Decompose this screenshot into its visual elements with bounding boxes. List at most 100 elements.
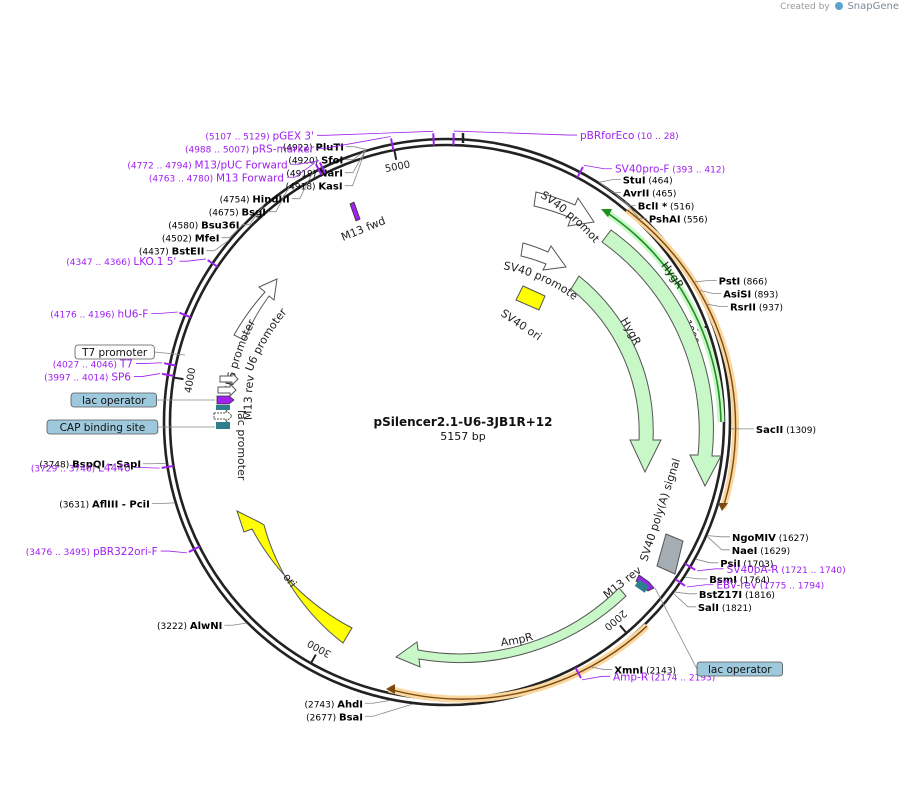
feature-ampr[interactable]: AmpR bbox=[394, 587, 627, 668]
enzyme-pos: (893) bbox=[751, 290, 778, 300]
enzyme-site[interactable]: (2743) AhdI bbox=[304, 699, 391, 710]
feature-m13-rev-right[interactable]: M13 rev bbox=[601, 563, 655, 601]
enzyme-name: PstI bbox=[719, 276, 741, 287]
primer-site[interactable]: (4027 .. 4046) T7 bbox=[53, 359, 177, 371]
enzyme-site[interactable]: NaeI (1629) bbox=[706, 535, 790, 557]
enzyme-label: XmnI (2143) bbox=[614, 666, 676, 677]
enzyme-site[interactable]: BstZ17I (1816) bbox=[674, 590, 775, 601]
enzyme-site[interactable]: (4437) BstEII bbox=[139, 240, 229, 258]
primer-site[interactable]: (3997 .. 4014) SP6 bbox=[44, 372, 175, 384]
enzyme-name: SfoI bbox=[321, 156, 343, 167]
primer-range: (4772 .. 4794) bbox=[127, 161, 194, 171]
enzyme-name: BclI * bbox=[638, 202, 668, 213]
enzyme-site[interactable]: SacII (1309) bbox=[730, 425, 816, 436]
enzyme-site[interactable]: (4675) BsgI bbox=[209, 185, 290, 219]
primer-label: SV40pA-R (1721 .. 1740) bbox=[727, 564, 846, 576]
feature-sv40-ori[interactable]: SV40 ori bbox=[498, 285, 546, 343]
enzyme-site[interactable]: (4754) HindIII bbox=[220, 171, 314, 206]
enzyme-site[interactable]: (4580) Bsu36I bbox=[168, 205, 264, 232]
primer-site[interactable]: (4176 .. 4196) hU6-F bbox=[50, 308, 191, 320]
feature-label: M13 fwd bbox=[339, 214, 387, 244]
enzyme-site[interactable]: PsiI (1703) bbox=[695, 558, 774, 570]
enzyme-site[interactable]: AsiSI (893) bbox=[698, 289, 779, 300]
plasmid-name: pSilencer2.1-U6-3JB1R+12 bbox=[374, 415, 553, 429]
enzyme-site[interactable]: RsrII (937) bbox=[705, 302, 783, 313]
enzyme-pos: (465) bbox=[649, 190, 676, 200]
primer-name: SP6 bbox=[111, 372, 131, 384]
enzyme-site[interactable]: AvrII (465) bbox=[599, 182, 676, 200]
enzyme-site[interactable]: (3631) AflIII - PciI bbox=[59, 500, 175, 511]
boxed-label-text: T7 promoter bbox=[81, 347, 148, 359]
feature-sv40-polya[interactable]: SV40 poly(A) signal bbox=[637, 457, 684, 575]
primer-range: (4763 .. 4780) bbox=[149, 174, 216, 184]
primer-mark bbox=[161, 372, 175, 377]
enzyme-pos: (1629) bbox=[757, 547, 790, 557]
feature-small-arrows[interactable] bbox=[213, 371, 239, 429]
primer-site[interactable]: EBV-rev (1775 .. 1794) bbox=[674, 578, 824, 592]
enzyme-label: (4675) BsgI bbox=[209, 208, 266, 219]
primer-site[interactable]: pBRforEco (10 .. 28) bbox=[452, 130, 679, 146]
enzyme-name: AsiSI bbox=[723, 289, 751, 300]
orf-green-arrowhead bbox=[601, 209, 612, 217]
primer-site[interactable]: Amp-R (2174 .. 2193) bbox=[574, 666, 715, 683]
enzyme-label: AsiSI (893) bbox=[723, 289, 778, 300]
enzyme-name: StuI bbox=[623, 176, 646, 187]
enzyme-site[interactable]: StuI (464) bbox=[599, 176, 673, 187]
primer-mark bbox=[163, 362, 177, 367]
primer-site[interactable]: (4988 .. 5007) pRS-marker bbox=[185, 136, 395, 156]
enzyme-name: BstEII bbox=[172, 247, 205, 258]
primer-site[interactable]: (4347 .. 4366) LKO.1 5' bbox=[66, 256, 219, 268]
enzyme-pos: (1816) bbox=[742, 591, 775, 601]
feature-hygr-outer[interactable]: HygR bbox=[601, 229, 722, 488]
primer-site[interactable]: SV40pA-R (1721 .. 1740) bbox=[684, 562, 846, 576]
enzyme-name: HindIII bbox=[252, 195, 289, 206]
primer-name: Amp-R bbox=[613, 671, 648, 683]
enzyme-site[interactable]: NgoMIV (1627) bbox=[707, 533, 809, 544]
feature-hygr-inner[interactable]: HygR bbox=[570, 275, 662, 474]
enzyme-site[interactable]: PshAI (556) bbox=[624, 200, 708, 226]
primer-name: T7 bbox=[119, 359, 133, 371]
enzyme-name: PluTI bbox=[316, 143, 344, 154]
boxed-feature-label[interactable]: lac operator bbox=[654, 587, 783, 677]
enzyme-site[interactable]: (4922) PluTI bbox=[283, 143, 367, 154]
primer-label: (4772 .. 4794) M13/pUC Forward bbox=[127, 159, 287, 171]
enzyme-label: (4919) NarI bbox=[286, 169, 343, 180]
boxed-feature-label[interactable]: T7 promoter bbox=[74, 344, 186, 360]
boxed-feature-label[interactable]: CAP binding site bbox=[46, 419, 215, 435]
primer-range: (4347 .. 4366) bbox=[66, 258, 133, 268]
feature-ori[interactable]: ori bbox=[236, 510, 353, 644]
enzyme-site[interactable]: (4502) MfeI bbox=[162, 223, 244, 245]
enzyme-site[interactable]: (4920) SfoI bbox=[288, 149, 367, 167]
enzyme-name: RsrII bbox=[730, 302, 756, 313]
feature-m13-fwd[interactable]: M13 fwd bbox=[339, 201, 387, 244]
enzyme-site[interactable]: PstI (866) bbox=[694, 276, 767, 287]
enzyme-pos: (1627) bbox=[776, 534, 809, 544]
enzyme-site[interactable]: (3748) BspQI - SapI bbox=[39, 460, 167, 471]
enzyme-site[interactable]: (2677) BsaI bbox=[306, 703, 414, 723]
enzyme-site[interactable]: SalI (1821) bbox=[673, 593, 752, 614]
primer-label: EBV-rev (1775 .. 1794) bbox=[716, 580, 824, 592]
enzyme-label: (4437) BstEII bbox=[139, 247, 204, 258]
primer-site[interactable]: (4763 .. 4780) M13 Forward bbox=[149, 162, 323, 185]
enzyme-pos: (1821) bbox=[719, 604, 752, 614]
primer-site[interactable]: (3476 .. 3495) pBR322ori-F bbox=[26, 545, 201, 558]
enzyme-site[interactable]: (4918) KasI bbox=[286, 149, 366, 193]
watermark-brand: SnapGene bbox=[847, 1, 899, 12]
enzyme-site[interactable]: (4919) NarI bbox=[286, 149, 367, 180]
primer-site[interactable]: (5107 .. 5129) pGEX 3' bbox=[205, 130, 435, 146]
orf-orange-arrowhead-1 bbox=[718, 503, 728, 511]
primer-site[interactable]: (4772 .. 4794) M13/pUC Forward bbox=[127, 159, 326, 174]
enzyme-site[interactable]: BclI * (516) bbox=[613, 192, 694, 213]
enzyme-label: SalI (1821) bbox=[698, 603, 752, 614]
enzyme-name: NgoMIV bbox=[732, 533, 776, 544]
primer-site[interactable]: (3729 .. 3746) L4440 bbox=[31, 463, 174, 475]
enzyme-label: (3748) BspQI - SapI bbox=[39, 460, 141, 471]
enzyme-site[interactable]: BsmI (1764) bbox=[684, 575, 770, 586]
primer-site[interactable]: SV40pro-F (393 .. 412) bbox=[576, 164, 725, 179]
boxed-feature-label[interactable]: lac operator bbox=[70, 392, 215, 408]
feature-sv40-promoter-1[interactable]: SV40 promoter bbox=[0, 0, 602, 246]
enzyme-site[interactable]: (3222) AlwNI bbox=[157, 621, 247, 632]
primer-name: L4440 bbox=[98, 463, 131, 475]
enzyme-site[interactable]: XmnI (2143) bbox=[590, 666, 676, 677]
